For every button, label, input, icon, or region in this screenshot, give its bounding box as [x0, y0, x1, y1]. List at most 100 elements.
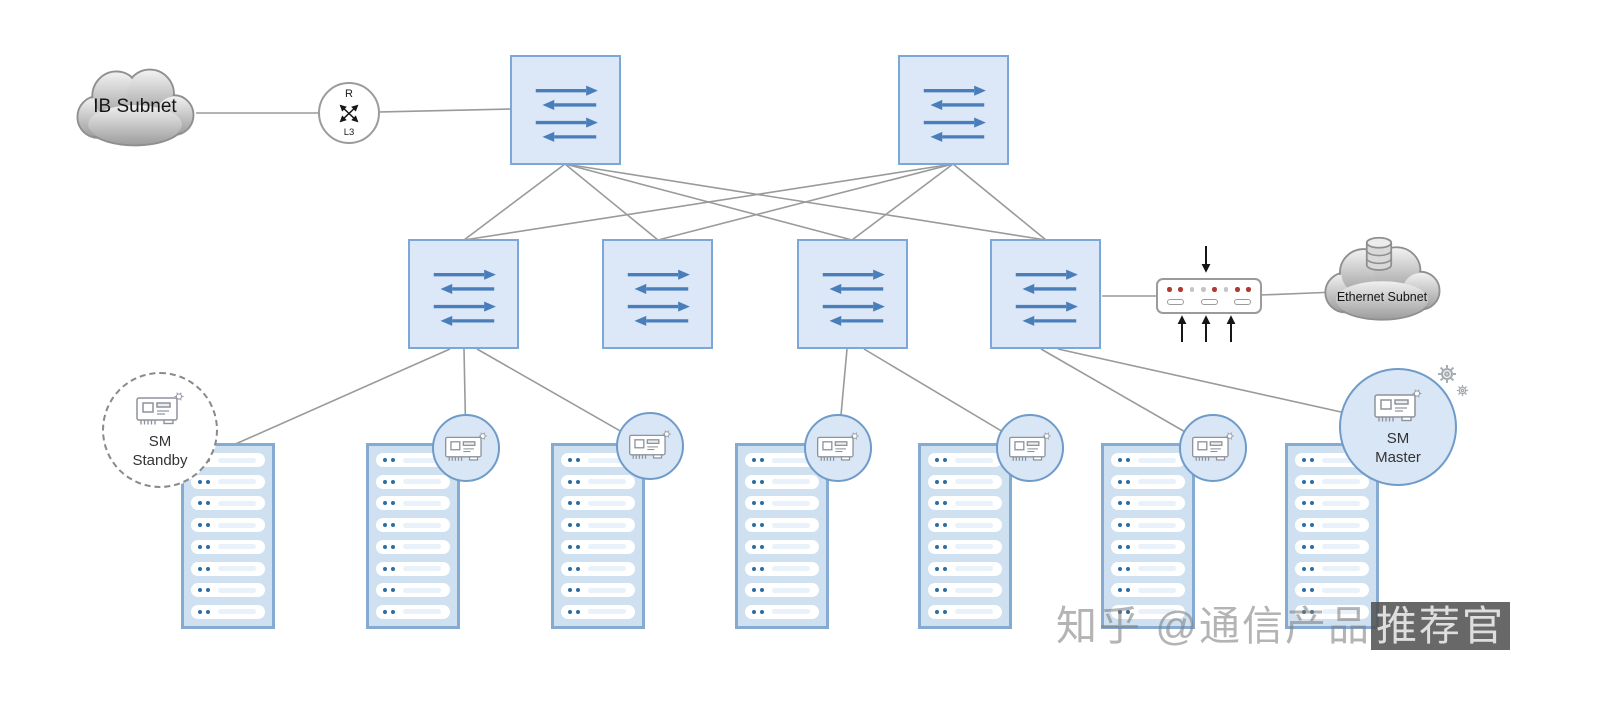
- nic-adapter-4: [804, 414, 872, 482]
- watermark-badge: 推荐官: [1371, 602, 1511, 650]
- nic-adapter-5: [996, 414, 1064, 482]
- server-slot: [376, 604, 450, 619]
- leaf-switch-3: [797, 239, 908, 349]
- ethernet-subnet-cloud: Ethernet Subnet: [1318, 240, 1446, 326]
- watermark: 知乎 @通信产品推荐官: [1056, 592, 1511, 652]
- server-slot: [561, 604, 635, 619]
- sm-master-node: SM Master: [1339, 368, 1457, 486]
- server-slot: [1111, 453, 1185, 467]
- server-slot: [191, 583, 265, 598]
- server-slot: [1295, 474, 1369, 489]
- nic-card-icon: [627, 427, 673, 465]
- sm-standby-node: SM Standby: [102, 372, 218, 488]
- server-slot: [745, 604, 819, 619]
- spine-switch-2: [898, 55, 1009, 165]
- server-slot: [191, 561, 265, 576]
- server-slot: [745, 539, 819, 554]
- nic-card-icon: [815, 429, 861, 467]
- server-slot: [928, 583, 1002, 598]
- ethernet-subnet-label: Ethernet Subnet: [1336, 289, 1428, 304]
- server-slot: [1295, 496, 1369, 511]
- server-slot: [928, 474, 1002, 489]
- led-icon: [1223, 287, 1229, 292]
- server-slot: [561, 539, 635, 554]
- nic-card-icon: [1372, 386, 1424, 428]
- led-icon: [1212, 287, 1217, 292]
- server-slot: [928, 539, 1002, 554]
- ethernet-gateway-device: [1156, 278, 1262, 314]
- server-slot: [191, 604, 265, 619]
- server-slot: [376, 453, 450, 467]
- server-slot: [1111, 583, 1185, 598]
- switch-arrows-icon: [616, 252, 700, 336]
- ib-subnet-label: IB Subnet: [93, 96, 177, 117]
- server-slot: [928, 453, 1002, 467]
- ib-subnet-cloud: IB Subnet: [70, 62, 200, 152]
- led-icon: [1235, 287, 1240, 292]
- server-slot: [561, 453, 635, 467]
- watermark-text: 知乎 @通信产品: [1056, 603, 1372, 649]
- server-slot: [191, 496, 265, 511]
- gateway-traffic-arrows: [1177, 246, 1236, 342]
- switch-arrows-icon: [811, 252, 895, 336]
- server-slot: [1295, 539, 1369, 554]
- nic-card-icon: [1190, 429, 1236, 467]
- gear-icon: [1455, 383, 1470, 398]
- spine-switch-1: [510, 55, 621, 165]
- server-slot: [561, 474, 635, 489]
- nic-adapter-6: [1179, 414, 1247, 482]
- nic-card-icon: [443, 429, 489, 467]
- server-slot: [376, 539, 450, 554]
- server-slot: [1111, 474, 1185, 489]
- led-icon: [1178, 287, 1183, 292]
- led-icon: [1201, 287, 1206, 292]
- server-slot: [1111, 496, 1185, 511]
- server-slot: [745, 453, 819, 467]
- server-rack-5: [918, 443, 1012, 629]
- server-slot: [376, 474, 450, 489]
- server-slot: [745, 518, 819, 533]
- led-icon: [1167, 287, 1172, 292]
- server-slot: [1111, 561, 1185, 576]
- server-slot: [1111, 518, 1185, 533]
- server-slot: [1295, 583, 1369, 598]
- leaf-switch-1: [408, 239, 519, 349]
- server-slot: [561, 496, 635, 511]
- server-slot: [191, 474, 265, 489]
- router-arrows-icon: [339, 104, 359, 123]
- port-row: [1167, 298, 1251, 305]
- server-slot: [745, 496, 819, 511]
- server-slot: [561, 561, 635, 576]
- port-icon: [1167, 298, 1184, 305]
- server-rack-3: [551, 443, 645, 629]
- port-icon: [1234, 298, 1251, 305]
- switch-arrows-icon: [422, 252, 506, 336]
- server-slot: [1295, 561, 1369, 576]
- server-slot: [928, 561, 1002, 576]
- leaf-switch-2: [602, 239, 713, 349]
- server-slot: [745, 561, 819, 576]
- server-slot: [745, 583, 819, 598]
- server-slot: [928, 604, 1002, 619]
- server-slot: [745, 474, 819, 489]
- led-icon: [1246, 287, 1251, 292]
- server-slot: [191, 539, 265, 554]
- led-icon: [1189, 287, 1195, 292]
- nic-adapter-2: [432, 414, 500, 482]
- switch-arrows-icon: [524, 68, 608, 152]
- server-slot: [561, 518, 635, 533]
- server-slot: [928, 518, 1002, 533]
- server-slot: [376, 496, 450, 511]
- server-slot: [376, 518, 450, 533]
- server-slot: [928, 496, 1002, 511]
- router-label-l3: L3: [343, 127, 355, 138]
- server-slot: [1111, 604, 1185, 619]
- server-slot: [1111, 539, 1185, 554]
- server-slot: [561, 583, 635, 598]
- led-indicators: [1167, 287, 1251, 292]
- server-rack-4: [735, 443, 829, 629]
- nic-adapter-3: [616, 412, 684, 480]
- switch-arrows-icon: [912, 68, 996, 152]
- server-slot: [1295, 604, 1369, 619]
